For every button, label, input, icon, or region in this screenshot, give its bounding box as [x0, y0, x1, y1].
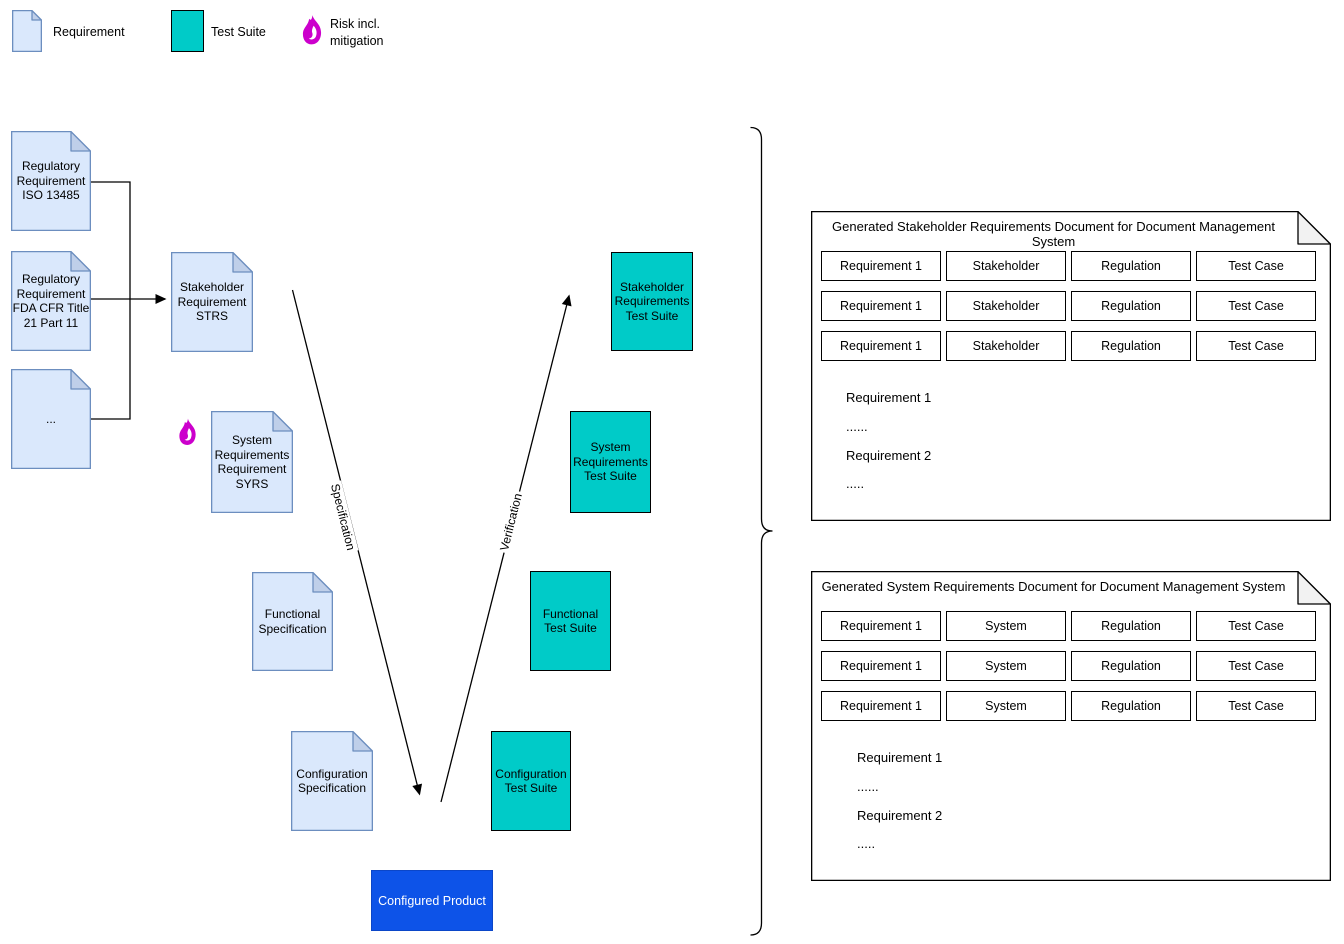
requirement-cell: System — [946, 651, 1066, 681]
note-line: Requirement 2 — [846, 448, 932, 463]
requirement-cell: Regulation — [1071, 291, 1191, 321]
note-line: ...... — [857, 779, 879, 794]
requirement-cell: Test Case — [1196, 651, 1316, 681]
requirement-cell: Regulation — [1071, 251, 1191, 281]
requirement-cell: Stakeholder — [946, 251, 1066, 281]
panel-title: Generated System Requirements Document f… — [821, 579, 1286, 594]
note-line: Requirement 1 — [846, 390, 932, 405]
requirement-cell: Regulation — [1071, 611, 1191, 641]
regulatory-connector — [91, 181, 131, 420]
note-line: Requirement 1 — [857, 750, 943, 765]
requirement-cell: Test Case — [1196, 291, 1316, 321]
panel-stakeholder-requirements-doc: Generated Stakeholder Requirements Docum… — [811, 211, 1331, 521]
suite-configuration: Configuration Test Suite — [491, 731, 571, 831]
panel-system-requirements-doc: Generated System Requirements Document f… — [811, 571, 1331, 881]
doc-label: Configuration Specification — [296, 766, 368, 796]
doc-more-ellipsis: ... — [11, 369, 91, 469]
note-line: ..... — [857, 836, 876, 851]
requirement-cell: Stakeholder — [946, 291, 1066, 321]
doc-regulatory-iso13485: Regulatory Requirement ISO 13485 — [11, 131, 91, 231]
doc-label: Regulatory Requirement ISO 13485 — [16, 159, 86, 203]
requirement-cell: Test Case — [1196, 691, 1316, 721]
requirement-cell: Test Case — [1196, 611, 1316, 641]
doc-label: ... — [45, 411, 56, 426]
doc-configuration-specification: Configuration Specification — [291, 731, 373, 831]
requirement-cell: Requirement 1 — [821, 691, 941, 721]
flame-icon — [299, 14, 325, 51]
risk-flame-icon — [176, 417, 199, 452]
curly-brace — [750, 126, 773, 936]
doc-label: Regulatory Requirement FDA CFR Title 21 … — [12, 272, 90, 330]
requirement-cell: System — [946, 691, 1066, 721]
panel-title: Generated Stakeholder Requirements Docum… — [832, 219, 1275, 249]
suite-system-requirements: System Requirements Test Suite — [570, 411, 651, 513]
legend-risk-label: Risk incl. mitigation — [330, 17, 384, 48]
requirement-cell: Regulation — [1071, 691, 1191, 721]
requirement-cell: Test Case — [1196, 331, 1316, 361]
requirement-cell: Regulation — [1071, 651, 1191, 681]
requirement-cell: Requirement 1 — [821, 331, 941, 361]
requirement-cell: Requirement 1 — [821, 651, 941, 681]
note-line: Requirement 2 — [857, 808, 943, 823]
doc-label: System Requirements Requirement SYRS — [214, 433, 290, 491]
doc-label: Functional Specification — [258, 607, 327, 636]
note-line: ..... — [846, 476, 865, 491]
requirement-cell: Stakeholder — [946, 331, 1066, 361]
suite-functional: Functional Test Suite — [530, 571, 611, 671]
note-line: ...... — [846, 419, 868, 434]
doc-label: Stakeholder Requirement STRS — [177, 280, 247, 324]
doc-system-requirements-syrs: System Requirements Requirement SYRS — [211, 411, 293, 513]
legend-test-suite-label: Test Suite — [211, 25, 266, 39]
requirement-cell: Requirement 1 — [821, 251, 941, 281]
doc-functional-specification: Functional Specification — [252, 572, 333, 671]
requirement-cell: Requirement 1 — [821, 291, 941, 321]
requirement-cell: System — [946, 611, 1066, 641]
requirement-doc-icon — [12, 10, 42, 52]
configured-product-node: Configured Product — [371, 870, 493, 931]
doc-stakeholder-requirement-strs: Stakeholder Requirement STRS — [171, 252, 253, 352]
doc-regulatory-fda-cfr: Regulatory Requirement FDA CFR Title 21 … — [11, 251, 91, 351]
requirement-cell: Requirement 1 — [821, 611, 941, 641]
test-suite-icon — [171, 10, 204, 52]
requirement-cell: Test Case — [1196, 251, 1316, 281]
suite-stakeholder-requirements: Stakeholder Requirements Test Suite — [611, 252, 693, 351]
edge-verification-label: Verification — [496, 489, 526, 555]
edge-specification-label: Specification — [327, 480, 359, 554]
requirement-cell: Regulation — [1071, 331, 1191, 361]
legend-requirement-label: Requirement — [53, 25, 125, 39]
